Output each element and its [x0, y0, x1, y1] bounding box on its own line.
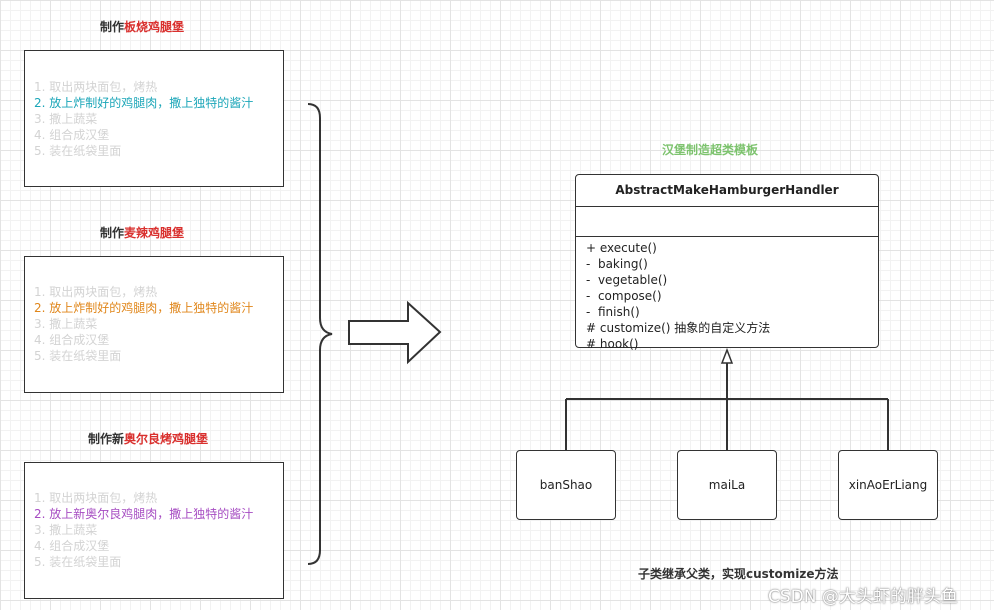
step-item: 1. 取出两块面包，烤热: [34, 80, 158, 94]
bottom-note: 子类继承父类，实现customize方法: [638, 567, 839, 581]
uml-class-name: AbstractMakeHamburgerHandler: [576, 175, 878, 207]
subclass-banshao: banShao: [516, 450, 616, 520]
section-title-xinaoerliang: 制作新奥尔良烤鸡腿堡: [88, 430, 208, 447]
step-item: 3. 撒上蔬菜: [34, 112, 98, 126]
steps-box-maila: 1. 取出两块面包，烤热 2. 放上炸制好的鸡腿肉，撒上独特的酱汁 3. 撒上蔬…: [24, 256, 284, 393]
step-item: 4. 组合成汉堡: [34, 333, 110, 347]
step-item: 5. 装在纸袋里面: [34, 349, 122, 363]
title-prefix: 制作: [100, 226, 125, 240]
step-item: 5. 装在纸袋里面: [34, 555, 122, 569]
right-block-arrow: [348, 300, 442, 365]
uml-attributes: [576, 207, 878, 237]
steps-box-banshao: 1. 取出两块面包，烤热 2. 放上炸制好的鸡腿肉，撒上独特的酱汁 3. 撒上蔬…: [24, 50, 284, 187]
step-item-active: 2. 放上炸制好的鸡腿肉，撒上独特的酱汁: [34, 96, 254, 110]
step-item-active: 2. 放上炸制好的鸡腿肉，撒上独特的酱汁: [34, 301, 254, 315]
step-item: 1. 取出两块面包，烤热: [34, 491, 158, 505]
uml-method: + execute(): [586, 241, 657, 255]
uml-class-box: AbstractMakeHamburgerHandler + execute()…: [575, 174, 879, 351]
subclass-label: xinAoErLiang: [848, 478, 928, 492]
inheritance-arrowhead: [720, 347, 734, 364]
inheritance-lines: [565, 362, 889, 450]
title-prefix: 制作: [100, 20, 125, 34]
step-item: 3. 撒上蔬菜: [34, 317, 98, 331]
title-prefix: 制作新: [88, 432, 125, 446]
subclass-label: maiLa: [708, 478, 746, 492]
uml-method: # customize() 抽象的自定义方法: [586, 321, 771, 335]
step-item: 4. 组合成汉堡: [34, 128, 110, 142]
step-item: 1. 取出两块面包，烤热: [34, 285, 158, 299]
subclass-xinaoerliang: xinAoErLiang: [838, 450, 938, 520]
uml-method: # hook(): [586, 337, 639, 351]
subclass-label: banShao: [539, 478, 593, 492]
template-label: 汉堡制造超类模板: [662, 143, 759, 157]
title-highlight: 奥尔良烤鸡腿堡: [124, 432, 209, 446]
uml-method: - vegetable(): [586, 273, 668, 287]
steps-box-xinaoerliang: 1. 取出两块面包，烤热 2. 放上新奥尔良鸡腿肉，撒上独特的酱汁 3. 撒上蔬…: [24, 462, 284, 599]
step-item: 3. 撒上蔬菜: [34, 523, 98, 537]
uml-method: - baking(): [586, 257, 648, 271]
step-item: 5. 装在纸袋里面: [34, 144, 122, 158]
watermark: CSDN @大头虾的胖头鱼: [768, 587, 958, 607]
uml-method: - compose(): [586, 289, 662, 303]
uml-method: - finish(): [586, 305, 640, 319]
section-title-banshao: 制作板烧鸡腿堡: [100, 18, 184, 35]
title-highlight: 板烧鸡腿堡: [124, 20, 185, 34]
subclass-maila: maiLa: [677, 450, 777, 520]
step-item: 4. 组合成汉堡: [34, 539, 110, 553]
section-title-maila: 制作麦辣鸡腿堡: [100, 224, 184, 241]
grouping-brace: [307, 103, 333, 565]
title-highlight: 麦辣鸡腿堡: [124, 226, 185, 240]
uml-methods: + execute() - baking() - vegetable() - c…: [576, 237, 878, 352]
step-item-active: 2. 放上新奥尔良鸡腿肉，撒上独特的酱汁: [34, 507, 254, 521]
